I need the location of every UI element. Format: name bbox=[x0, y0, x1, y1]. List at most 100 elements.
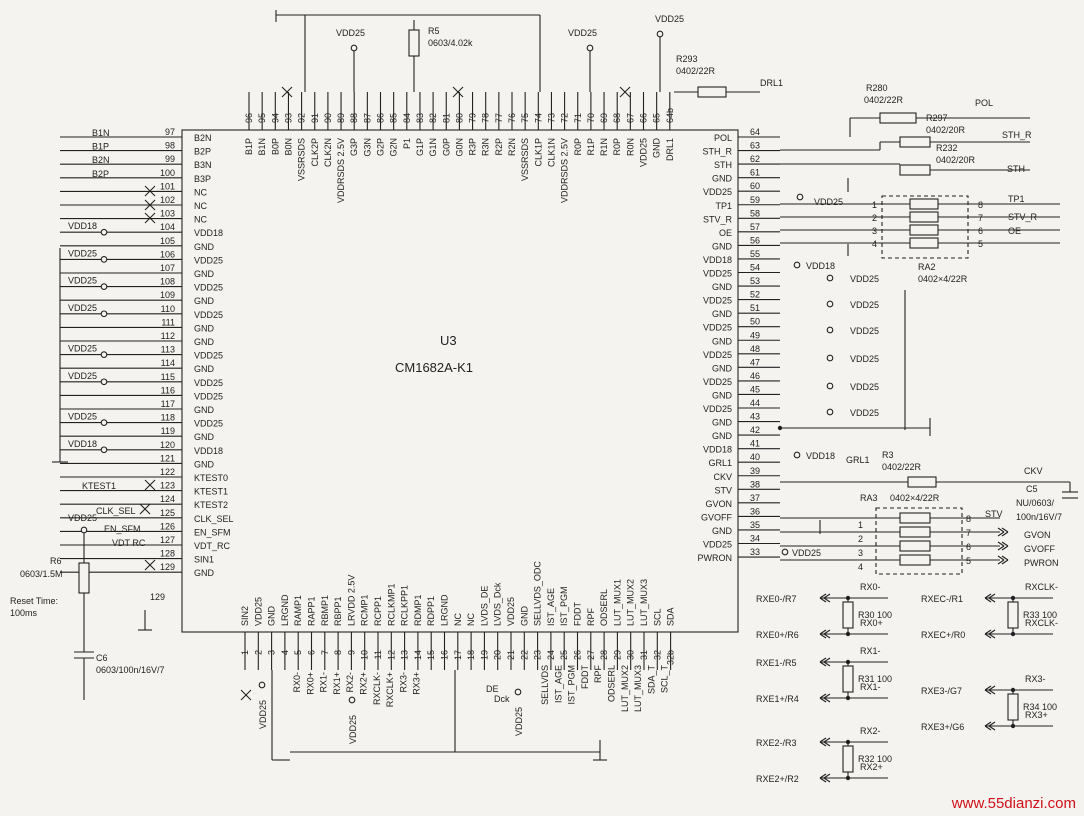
pin-name: VDD25 bbox=[194, 283, 223, 293]
pin-number: 32b bbox=[666, 650, 676, 665]
lvds-net-label: RX0+ bbox=[305, 672, 315, 695]
pin-number: 24 bbox=[546, 650, 556, 660]
pin-number: 64b bbox=[665, 108, 675, 123]
resistor bbox=[899, 164, 931, 176]
pin-name: R0P bbox=[573, 138, 583, 156]
pin-name: RCPP1 bbox=[373, 596, 383, 626]
r280-value: 0402/22R bbox=[864, 95, 904, 105]
termination-input-label: RXE2-/R3 bbox=[756, 738, 797, 748]
pin-number: 72 bbox=[560, 113, 570, 123]
pin-number: 98 bbox=[165, 141, 175, 151]
pin-number: 116 bbox=[161, 385, 175, 395]
pin-name: P1 bbox=[402, 138, 412, 149]
ra2-pin-number: 3 bbox=[872, 226, 877, 236]
dck-net: Dck bbox=[494, 694, 510, 704]
pin-number: 2 bbox=[253, 650, 263, 655]
pin-number: 23 bbox=[533, 650, 543, 660]
c6-ref: C6 bbox=[96, 653, 108, 663]
pin-name: GND bbox=[712, 241, 733, 251]
pin-name: G3N bbox=[362, 138, 372, 157]
pin-name: KTEST1 bbox=[194, 487, 228, 497]
pin-number: 32 bbox=[652, 650, 662, 660]
pin-name: GRL1 bbox=[708, 458, 732, 468]
pin-number: 25 bbox=[559, 650, 569, 660]
power-terminal bbox=[826, 300, 834, 308]
input-arrow bbox=[988, 689, 996, 695]
pin-number: 83 bbox=[415, 113, 425, 123]
input-arrow bbox=[984, 689, 992, 695]
termination-net-label: RX0- bbox=[860, 582, 881, 592]
power-terminal bbox=[826, 408, 834, 416]
vdd25-label: VDD25 bbox=[348, 715, 358, 744]
pin-name: VDD25 bbox=[703, 377, 732, 387]
r3-value: 0402/22R bbox=[882, 462, 922, 472]
termination-net-label: RXCLK- bbox=[1025, 618, 1058, 628]
pin-name: G0P bbox=[441, 138, 451, 156]
input-arrow bbox=[1001, 527, 1009, 533]
input-arrow bbox=[823, 777, 831, 783]
pin-number: 119 bbox=[161, 426, 175, 436]
pin-number: 5 bbox=[293, 650, 303, 655]
resistor bbox=[78, 562, 90, 594]
resistor bbox=[697, 86, 727, 98]
pin-name: GVON bbox=[705, 499, 732, 509]
pin-name: GND bbox=[194, 323, 215, 333]
pin-number: 20 bbox=[493, 650, 503, 660]
pin-name: G3P bbox=[349, 138, 359, 156]
input-arrow bbox=[988, 725, 996, 731]
pin-number: 49 bbox=[750, 330, 760, 340]
pin-name: RAMP1 bbox=[293, 595, 303, 626]
pin-name: GND bbox=[712, 418, 733, 428]
no-connect-mark bbox=[144, 479, 156, 491]
resistor bbox=[909, 211, 939, 223]
pin-name: KTEST2 bbox=[194, 500, 228, 510]
grl1-net: GRL1 bbox=[846, 455, 870, 465]
power-net-label: VDD18 bbox=[68, 439, 97, 449]
power-terminal bbox=[793, 451, 801, 459]
vdd25-label: VDD25 bbox=[850, 354, 879, 364]
pin-number: 46 bbox=[750, 371, 760, 381]
termination-input-label: RXE1+/R4 bbox=[756, 694, 799, 704]
pin-name: VDD25 bbox=[703, 187, 732, 197]
pin-name: VDD25 bbox=[194, 351, 223, 361]
input-arrow bbox=[823, 741, 831, 747]
ra2-pin-number: 1 bbox=[872, 200, 877, 210]
pin-name: LUT_MUX3 bbox=[639, 579, 649, 626]
tp1-net: TP1 bbox=[1008, 194, 1025, 204]
input-arrow bbox=[984, 629, 992, 635]
pin-number: 39 bbox=[750, 466, 760, 476]
vdd25-label: VDD25 bbox=[850, 408, 879, 418]
pin-name: LRVDD 2.5V bbox=[346, 575, 356, 626]
ra3-pin-number: 8 bbox=[966, 514, 971, 524]
power-net-label: VDD25 bbox=[68, 412, 97, 422]
pin-name: SIN2 bbox=[240, 606, 250, 626]
ra2-package-outline bbox=[881, 195, 969, 259]
pin-name: TP1 bbox=[715, 201, 732, 211]
pin-number: 17 bbox=[453, 650, 463, 660]
resistor bbox=[899, 540, 931, 552]
pin-name: VDD25 bbox=[703, 296, 732, 306]
lut-net-label: SDA_T bbox=[646, 665, 656, 695]
pin-name: FDDT bbox=[573, 602, 583, 626]
pin-name: VDD25 bbox=[703, 269, 732, 279]
termination-resistor-label: R33 100 bbox=[1023, 610, 1057, 620]
lvds-net-label: RXCLK+ bbox=[385, 672, 395, 707]
pin-name: B0P bbox=[270, 138, 280, 155]
input-arrow bbox=[1001, 555, 1009, 561]
power-terminal bbox=[348, 696, 356, 704]
de-net: DE bbox=[486, 684, 499, 694]
pin-name: NC bbox=[466, 613, 476, 626]
power-terminal bbox=[656, 30, 664, 38]
pin-name: EN_SFM bbox=[194, 527, 231, 537]
resistor bbox=[842, 665, 854, 693]
ra3-value: 0402×4/22R bbox=[890, 493, 940, 503]
power-terminal bbox=[350, 44, 358, 52]
pin-name: CLK2N bbox=[323, 138, 333, 167]
pin-number: 105 bbox=[160, 236, 175, 246]
pin-number: 10 bbox=[360, 650, 370, 660]
junction-dot bbox=[845, 775, 851, 781]
pin-name: R1P bbox=[586, 138, 596, 156]
ra2-pin-number: 4 bbox=[872, 239, 877, 249]
ra3-pin-number: 2 bbox=[858, 534, 863, 544]
pin-number: 18 bbox=[466, 650, 476, 660]
